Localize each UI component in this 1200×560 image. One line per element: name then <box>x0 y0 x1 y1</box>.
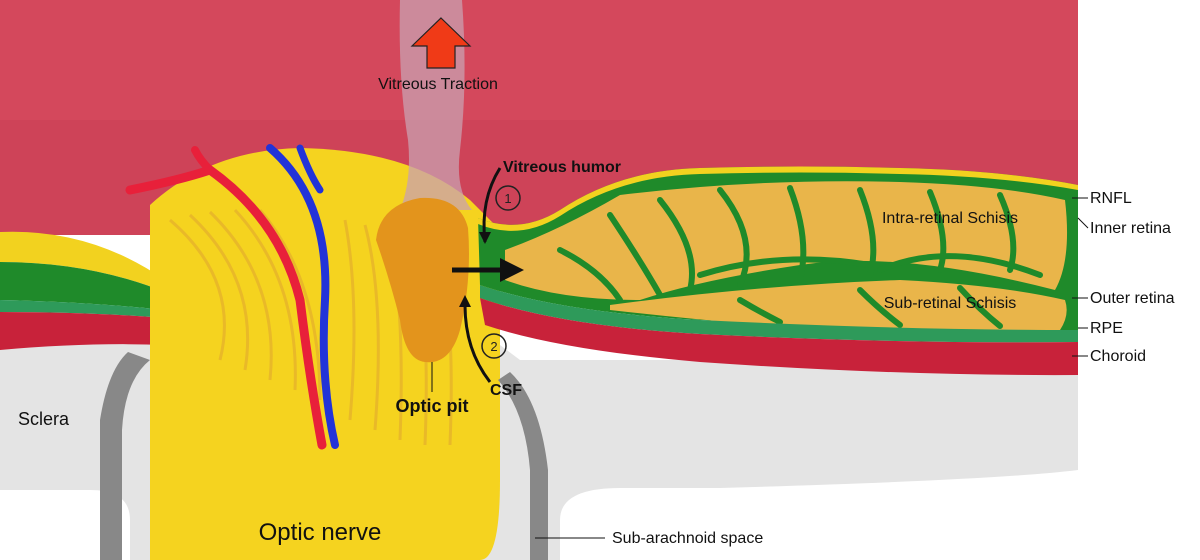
central-retinal-artery <box>125 165 327 450</box>
pathway-2-number: 2 <box>490 339 497 354</box>
inner-retina-label: Inner retina <box>1090 220 1171 237</box>
pathway-1-arrowhead <box>479 232 491 244</box>
left-retina-rnfl <box>0 231 165 292</box>
pathway-1-number: 1 <box>504 191 511 206</box>
outer-retina-label: Outer retina <box>1090 290 1175 307</box>
pathway-1-circle <box>495 185 521 211</box>
vitreous-traction-label: Vitreous Traction <box>378 76 498 93</box>
schisis-bridging-strands <box>557 185 1043 329</box>
fluid-flow-arrowhead <box>500 258 524 282</box>
right-rnfl <box>478 166 1078 231</box>
choroid-label: Choroid <box>1090 348 1146 365</box>
pathway-2-arrow <box>463 304 492 383</box>
left-retina-green <box>0 262 165 310</box>
optic-nerve-label: Optic nerve <box>259 519 382 546</box>
right-choroid <box>480 298 1078 376</box>
sub-arachnoid-space-label: Sub-arachnoid space <box>612 530 763 547</box>
vein-branch <box>296 144 324 194</box>
left-rpe <box>0 300 165 318</box>
rnfl-label: RNFL <box>1090 190 1132 207</box>
optic-pit-shape <box>376 197 469 363</box>
optic-pit-label: Optic pit <box>396 396 469 416</box>
subarachnoid-band-right <box>498 372 548 560</box>
pathway-2-arrowhead <box>459 295 471 307</box>
rpe-label: RPE <box>1090 320 1123 337</box>
central-retinal-vein <box>266 144 339 449</box>
subarachnoid-band-left <box>100 352 150 560</box>
artery-branch <box>191 146 214 174</box>
left-choroid <box>0 312 165 350</box>
intra-retinal-schisis-label: Intra-retinal Schisis <box>882 210 1018 227</box>
inner-retina-leader <box>1077 217 1089 229</box>
sub-retinal-schisis-cavity <box>610 280 1067 330</box>
csf-label: CSF <box>490 382 522 399</box>
vitreous-traction-arrow <box>410 17 472 69</box>
pathway-2-circle <box>481 333 507 359</box>
sub-retinal-schisis-label: Sub-retinal Schisis <box>884 295 1017 312</box>
sclera-label: Sclera <box>18 409 70 429</box>
right-rpe <box>480 285 1078 343</box>
vitreous-humor-label: Vitreous humor <box>503 159 621 176</box>
